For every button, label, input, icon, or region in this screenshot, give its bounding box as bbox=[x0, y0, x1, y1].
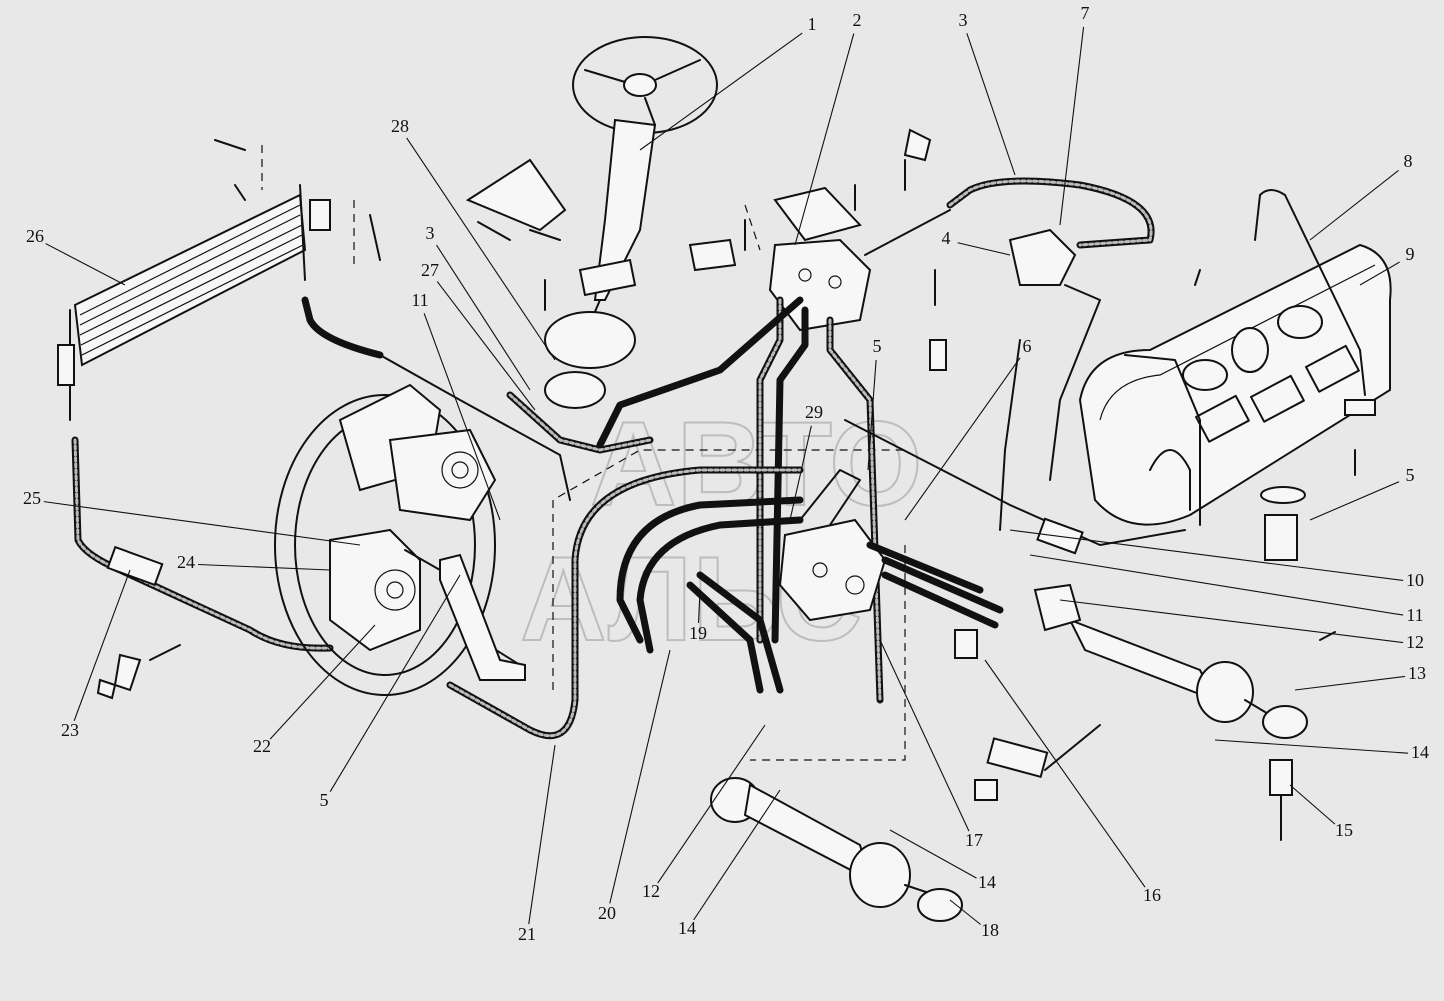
callout-number: 14 bbox=[978, 872, 996, 892]
callout-number: 6 bbox=[1023, 336, 1032, 356]
callout-leader bbox=[1059, 26, 1085, 226]
callout-leader bbox=[904, 357, 1021, 521]
callout-leader bbox=[657, 724, 766, 884]
oil-cooler bbox=[57, 184, 331, 421]
callout-number: 12 bbox=[642, 881, 660, 901]
callout-leader bbox=[423, 313, 501, 521]
callout-number: 14 bbox=[1411, 742, 1429, 762]
callout-number: 22 bbox=[253, 736, 271, 756]
callout-number: 15 bbox=[1335, 820, 1353, 840]
callout-number: 9 bbox=[1406, 244, 1415, 264]
callout-number: 26 bbox=[26, 226, 44, 246]
callout-number: 12 bbox=[1406, 632, 1424, 652]
assembly-guides bbox=[261, 145, 906, 761]
callout-leader bbox=[436, 281, 536, 411]
callout-number: 5 bbox=[320, 790, 329, 810]
callout-number: 23 bbox=[61, 720, 79, 740]
callout-number: 28 bbox=[391, 116, 409, 136]
callout-number: 5 bbox=[873, 336, 882, 356]
callout-leader bbox=[794, 33, 855, 246]
callout-leader bbox=[879, 639, 970, 832]
callout-leader bbox=[197, 563, 331, 571]
callout-leader bbox=[697, 589, 701, 624]
callout-leader bbox=[639, 32, 803, 151]
callout-leader bbox=[984, 659, 1146, 888]
distributor-valve bbox=[778, 469, 887, 622]
callout-leader bbox=[609, 649, 671, 904]
callout-number: 19 bbox=[689, 623, 707, 643]
callout-leader bbox=[436, 244, 531, 391]
callout-number: 7 bbox=[1081, 3, 1090, 23]
callout-number: 11 bbox=[1406, 605, 1423, 625]
steering-wheel bbox=[544, 36, 718, 409]
callout-number: 14 bbox=[678, 918, 696, 938]
callout-leader bbox=[1059, 599, 1404, 644]
callout-leader bbox=[867, 359, 877, 471]
return-hose bbox=[446, 466, 804, 740]
callout-leader bbox=[957, 242, 1011, 256]
callout-leader bbox=[1309, 481, 1400, 521]
callout-leader bbox=[889, 829, 977, 879]
callout-number: 29 bbox=[805, 402, 823, 422]
callout-number: 8 bbox=[1404, 151, 1413, 171]
callout-number: 3 bbox=[959, 10, 968, 30]
callout-leader bbox=[45, 243, 126, 286]
callout-number: 24 bbox=[177, 552, 195, 572]
callout-leader bbox=[329, 574, 461, 792]
callout-leader bbox=[1214, 739, 1409, 754]
callout-number: 25 bbox=[23, 488, 41, 508]
callout-leader bbox=[1009, 529, 1404, 582]
callout-number: 18 bbox=[981, 920, 999, 940]
callout-number: 17 bbox=[965, 830, 983, 850]
small-fittings bbox=[96, 128, 1376, 841]
callout-number: 2 bbox=[853, 10, 862, 30]
callout-number: 10 bbox=[1406, 570, 1424, 590]
callout-number: 21 bbox=[518, 924, 536, 944]
callout-number: 16 bbox=[1143, 885, 1161, 905]
callout-number: 27 bbox=[421, 260, 439, 280]
callout-number: 20 bbox=[598, 903, 616, 923]
callout-number: 3 bbox=[426, 223, 435, 243]
tank-strap bbox=[1124, 189, 1366, 526]
callout-leader bbox=[406, 137, 556, 361]
callout-leader bbox=[1309, 169, 1399, 241]
callout-leader bbox=[43, 501, 361, 546]
callout-number: 4 bbox=[942, 228, 951, 248]
left-steering-cylinder bbox=[710, 777, 963, 922]
callout-leader bbox=[789, 425, 812, 521]
callout-number: 11 bbox=[411, 290, 428, 310]
distributor-hoses bbox=[686, 541, 1004, 694]
pressure-hoses bbox=[506, 296, 884, 704]
callout-number: 1 bbox=[808, 14, 817, 34]
callout-leader bbox=[693, 789, 781, 921]
callout-leader bbox=[73, 569, 131, 721]
callout-leader bbox=[1289, 784, 1336, 825]
callout-number: 5 bbox=[1406, 465, 1415, 485]
oil-tank bbox=[1078, 243, 1392, 526]
callout-leader bbox=[1359, 261, 1400, 286]
callout-leader bbox=[949, 899, 981, 925]
pump-housing bbox=[274, 383, 497, 696]
filter-element bbox=[1260, 486, 1306, 561]
cooler-hoses bbox=[71, 296, 571, 652]
relief-valve bbox=[864, 177, 1155, 531]
right-steering-cylinder bbox=[1033, 583, 1308, 739]
column-bracket bbox=[465, 158, 567, 241]
gear-pump bbox=[329, 528, 521, 666]
callout-leader bbox=[966, 33, 1016, 176]
callout-leader bbox=[1029, 554, 1404, 616]
callout-leader bbox=[528, 744, 556, 925]
callout-leader bbox=[1294, 675, 1406, 691]
callout-leader bbox=[269, 624, 376, 740]
callout-number: 13 bbox=[1408, 663, 1426, 683]
